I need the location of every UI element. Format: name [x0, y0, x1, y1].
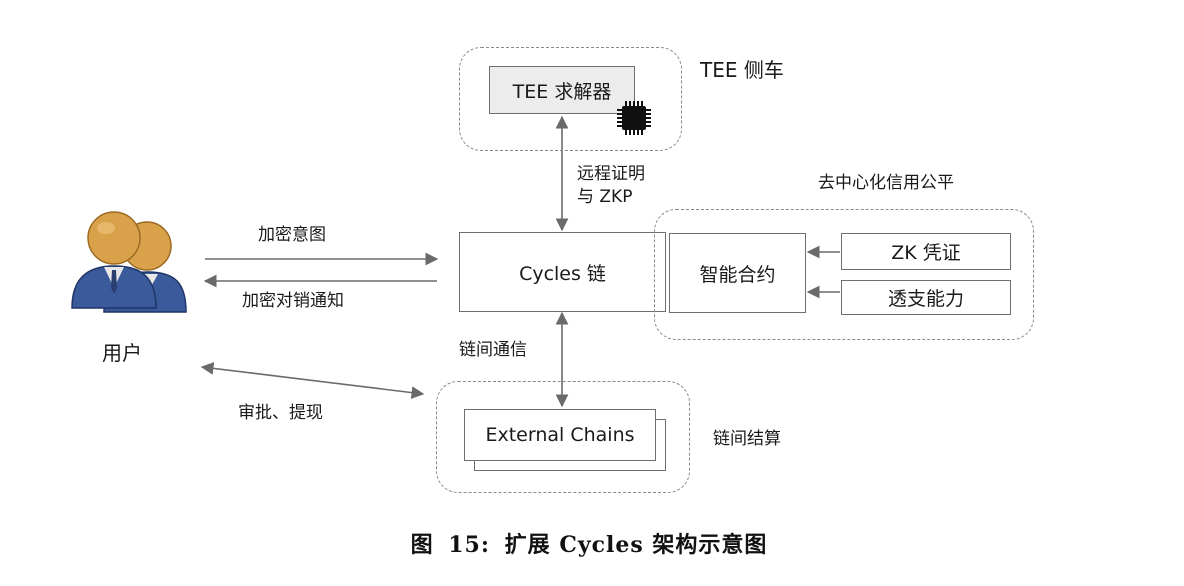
- zk-credential-label: ZK 凭证: [891, 242, 961, 264]
- tee-solver-box: TEE 求解器: [489, 66, 635, 114]
- cross-chain-comm-label: 链间通信: [459, 340, 527, 360]
- fairness-group: [654, 209, 1034, 340]
- user-label: 用户: [102, 341, 142, 365]
- approve-withdraw-label: 审批、提现: [238, 403, 323, 423]
- fairness-group-label: 去中心化信用公平: [818, 173, 954, 193]
- external-chains-box: External Chains: [464, 409, 656, 461]
- cycles-chain-box: Cycles 链: [459, 232, 666, 312]
- external-chains-label: External Chains: [485, 424, 635, 446]
- figure-caption: 图 15: 扩展 Cycles 架构示意图: [0, 527, 1184, 559]
- caption-prefix: 图: [410, 532, 434, 558]
- settlement-notice-label: 加密对销通知: [242, 291, 344, 311]
- overdraft-capacity-label: 透支能力: [887, 288, 964, 310]
- overdraft-capacity-box: 透支能力: [841, 280, 1011, 315]
- users-icon: [71, 211, 187, 313]
- smart-contract-label: 智能合约: [699, 263, 776, 286]
- cpu-chip-icon: [617, 101, 651, 135]
- cross-chain-settlement-label: 链间结算: [713, 429, 781, 449]
- remote-proof-line2: 与 ZKP: [577, 186, 633, 207]
- smart-contract-box: 智能合约: [669, 233, 806, 313]
- zk-credential-box: ZK 凭证: [841, 233, 1011, 270]
- tee-solver-label: TEE 求解器: [512, 80, 612, 103]
- caption-number: 15:: [448, 532, 490, 558]
- tee-sidecar-group: [459, 47, 682, 151]
- caption-title: 扩展 Cycles 架构示意图: [504, 532, 768, 558]
- remote-proof-line1: 远程证明: [577, 164, 645, 184]
- remote-proof-label: 远程证明 与 ZKP: [577, 163, 645, 209]
- encrypted-intent-label: 加密意图: [258, 225, 326, 245]
- approve-withdraw-arrow: [200, 362, 425, 399]
- tee-sidecar-label: TEE 侧车: [700, 58, 784, 82]
- cycles-chain-label: Cycles 链: [519, 262, 606, 285]
- external-chains-group: [436, 381, 690, 493]
